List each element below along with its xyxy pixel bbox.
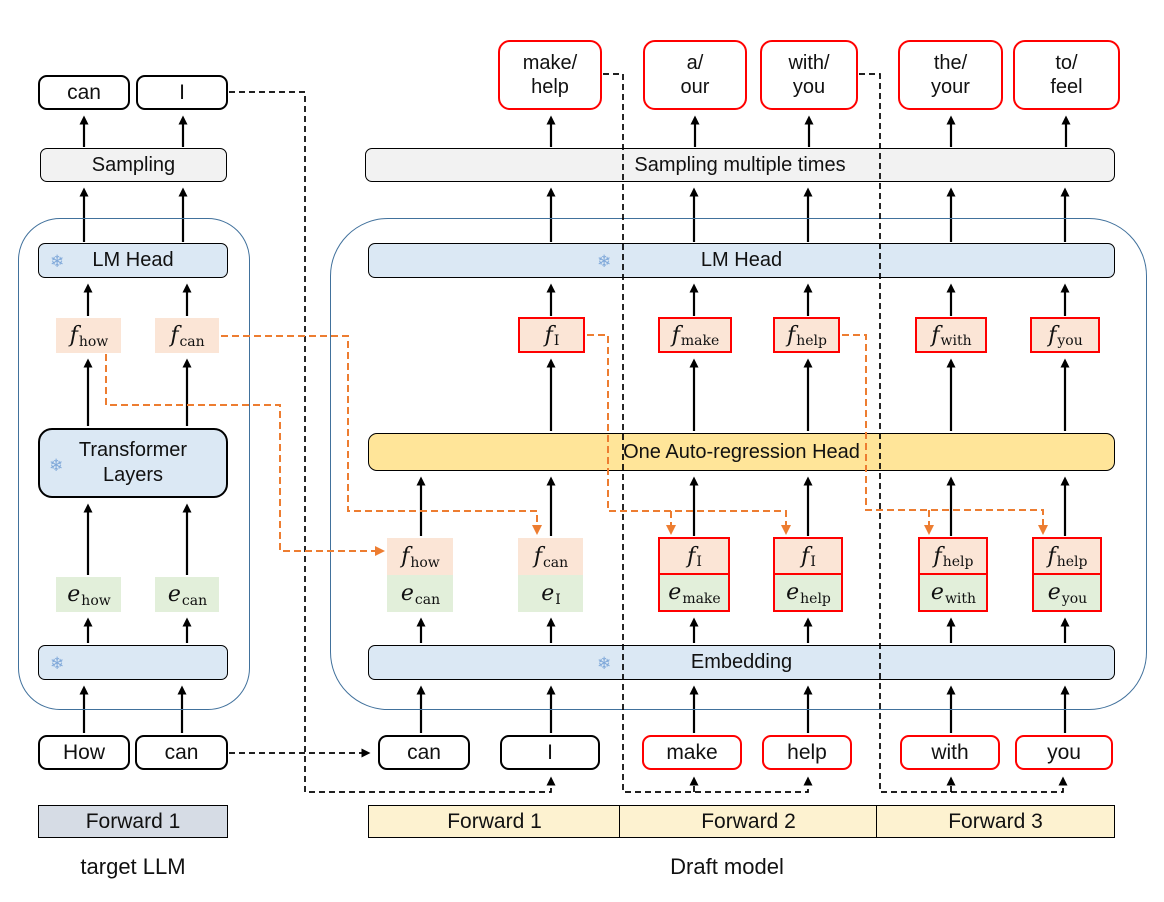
- target-llm-caption: target LLM: [80, 854, 186, 879]
- draft-input-token: can: [378, 735, 470, 770]
- frozen-icon: ❄: [50, 252, 65, 271]
- target-output-token: can: [38, 75, 130, 110]
- draft-output-tokens: the/your: [898, 40, 1003, 110]
- target-input-token: How: [38, 735, 130, 770]
- autoregression-head-bar: One Auto-regression Head: [368, 433, 1115, 471]
- transformer-label-line1: Transformer: [78, 439, 188, 461]
- target-lm-head-bar: ❄ LM Head: [38, 243, 228, 278]
- target-input-token: can: [135, 735, 228, 770]
- draft-input-token: you: [1015, 735, 1113, 770]
- target-sampling-bar: Sampling: [40, 148, 227, 182]
- draft-output-tokens: to/feel: [1013, 40, 1120, 110]
- draft-input-token: I: [500, 735, 600, 770]
- target-transformer-layers-bar: ❄ Transformer Layers: [38, 428, 228, 498]
- draft-sampling-bar: Sampling multiple times: [365, 148, 1115, 182]
- draft-output-tokens: with/you: [760, 40, 858, 110]
- frozen-icon: ❄: [597, 654, 612, 673]
- target-forward-1-bar: Forward 1: [38, 805, 228, 838]
- draft-forward-1-bar: Forward 1: [368, 805, 621, 838]
- transformer-label-line2: Layers: [102, 464, 164, 486]
- draft-forward-3-bar: Forward 3: [876, 805, 1115, 838]
- draft-embedding-bar: ❄ Embedding: [368, 645, 1115, 680]
- target-embedding-bar: ❄: [38, 645, 228, 680]
- draft-input-token: make: [642, 735, 742, 770]
- draft-input-token: help: [762, 735, 852, 770]
- target-output-token: I: [136, 75, 228, 110]
- draft-output-tokens: a/our: [643, 40, 747, 110]
- draft-model-caption: Draft model: [670, 854, 784, 879]
- frozen-icon: ❄: [597, 252, 612, 271]
- frozen-icon: ❄: [50, 654, 65, 673]
- draft-lm-head-label: LM Head: [700, 249, 783, 271]
- draft-input-token: with: [900, 735, 1000, 770]
- draft-output-tokens: make/help: [498, 40, 602, 110]
- draft-forward-2-bar: Forward 2: [619, 805, 878, 838]
- target-lm-head-label: LM Head: [92, 249, 174, 271]
- frozen-icon: ❄: [49, 456, 64, 475]
- draft-lm-head-bar: ❄ LM Head: [368, 243, 1115, 278]
- draft-embedding-label: Embedding: [690, 651, 793, 673]
